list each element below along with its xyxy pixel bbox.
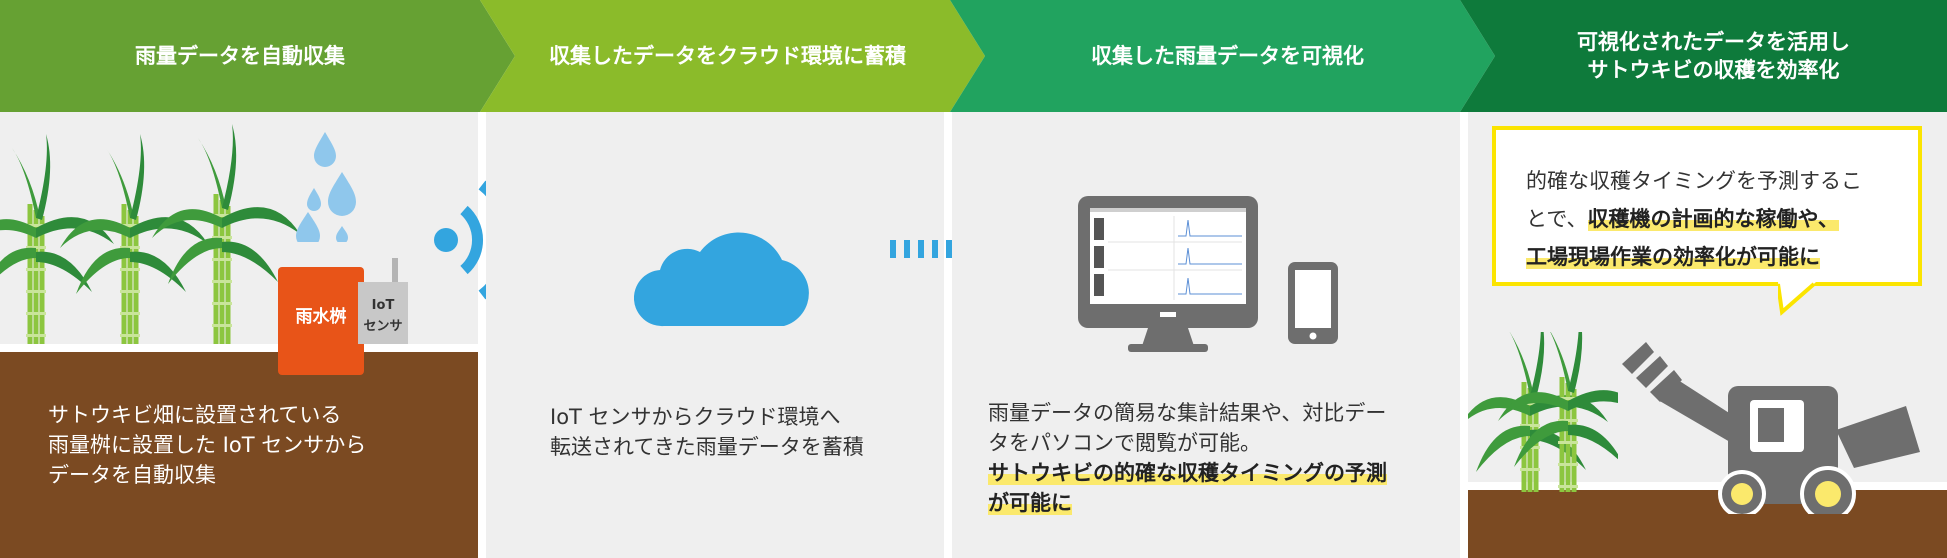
field-ground-line bbox=[1468, 482, 1947, 490]
step-header: 雨量データを自動収集 収集したデータをクラウド環境に蓄積 収集した雨量データを可… bbox=[0, 0, 1947, 112]
bubble-highlight-text: 工場現場作業の効率化が可能に bbox=[1526, 245, 1820, 269]
desc-line: データを自動収集 bbox=[48, 463, 216, 487]
monitor-icon bbox=[1078, 196, 1258, 352]
desc-line: 転送されてきた雨量データを蓄積 bbox=[550, 435, 864, 459]
rain-gauge-label: 雨水桝 bbox=[295, 307, 347, 327]
bubble-line: とで、収穫機の計画的な稼働や、 bbox=[1526, 200, 1906, 238]
iot-sensor-label-1: IoT bbox=[371, 298, 395, 313]
step-arrow-1 bbox=[0, 0, 515, 112]
step-label-2: 収集したデータをクラウド環境に蓄積 bbox=[549, 43, 906, 68]
iot-sensor-label-2: センサ bbox=[363, 319, 403, 334]
cloud-icon bbox=[634, 232, 809, 327]
step-label-3: 収集した雨量データを可視化 bbox=[1091, 43, 1364, 68]
soil bbox=[0, 352, 478, 558]
panel2-description: IoT センサからクラウド環境へ 転送されてきた雨量データを蓄積 bbox=[550, 402, 864, 462]
step-arrows bbox=[0, 0, 1947, 112]
rain-drop-icon bbox=[296, 132, 356, 242]
iot-sensor bbox=[358, 282, 408, 344]
highlight-text: サトウキビの的確な収穫タイミングの予測 bbox=[988, 461, 1387, 485]
field-ground-line bbox=[0, 344, 478, 352]
desc-line: 雨量桝に設置した IoT センサから bbox=[48, 433, 367, 457]
desc-line: IoT センサからクラウド環境へ bbox=[550, 405, 841, 429]
panel-utilize: 的確な収穫タイミングを予測するこ とで、収穫機の計画的な稼働や、 工場現場作業の… bbox=[1468, 112, 1947, 558]
bubble-plain-text: とで、 bbox=[1526, 207, 1588, 231]
panel-visualize: 雨量データの簡易な集計結果や、対比デー タをパソコンで閲覧が可能。 サトウキビの… bbox=[952, 112, 1460, 558]
rain-gauge-box bbox=[278, 267, 364, 375]
step-arrow-4 bbox=[1460, 0, 1947, 112]
speech-bubble-tail bbox=[1778, 282, 1816, 316]
panel1-description: サトウキビ畑に設置されている 雨量桝に設置した IoT センサから データを自動… bbox=[48, 400, 366, 490]
sensor-antenna bbox=[392, 258, 398, 284]
sugarcane-icon bbox=[0, 124, 300, 344]
desc-line: サトウキビ畑に設置されている bbox=[48, 403, 342, 427]
step-label-4: 可視化されたデータを活用し サトウキビの収穫を効率化 bbox=[1577, 29, 1850, 82]
speech-bubble-text: 的確な収穫タイミングを予測するこ とで、収穫機の計画的な稼働や、 工場現場作業の… bbox=[1526, 162, 1906, 276]
highlight-text: が可能に bbox=[988, 491, 1072, 515]
highlight-line: サトウキビの的確な収穫タイミングの予測 bbox=[988, 458, 1387, 488]
bubble-line: 工場現場作業の効率化が可能に bbox=[1526, 238, 1906, 276]
desc-line: 雨量データの簡易な集計結果や、対比デー bbox=[988, 401, 1387, 425]
smartphone-icon bbox=[1288, 262, 1338, 344]
soil bbox=[1468, 490, 1947, 558]
panel3-description: 雨量データの簡易な集計結果や、対比デー タをパソコンで閲覧が可能。 サトウキビの… bbox=[988, 398, 1387, 518]
harvester-icon bbox=[1622, 342, 1920, 514]
bubble-line: 的確な収穫タイミングを予測するこ bbox=[1526, 169, 1862, 193]
panel-store: IoT センサからクラウド環境へ 転送されてきた雨量データを蓄積 bbox=[486, 112, 944, 558]
highlight-line: が可能に bbox=[988, 488, 1387, 518]
bubble-highlight-text: 収穫機の計画的な稼働や、 bbox=[1587, 207, 1839, 231]
panel-collect: 雨水桝 IoT センサ サトウキビ畑に設置されている 雨量桝に設置した IoT … bbox=[0, 112, 478, 558]
sugarcane-icon bbox=[1468, 332, 1618, 492]
step-arrow-3 bbox=[950, 0, 1495, 112]
step-arrow-2 bbox=[480, 0, 985, 112]
desc-line: タをパソコンで閲覧が可能。 bbox=[988, 431, 1261, 455]
step-label-1: 雨量データを自動収集 bbox=[135, 43, 345, 68]
